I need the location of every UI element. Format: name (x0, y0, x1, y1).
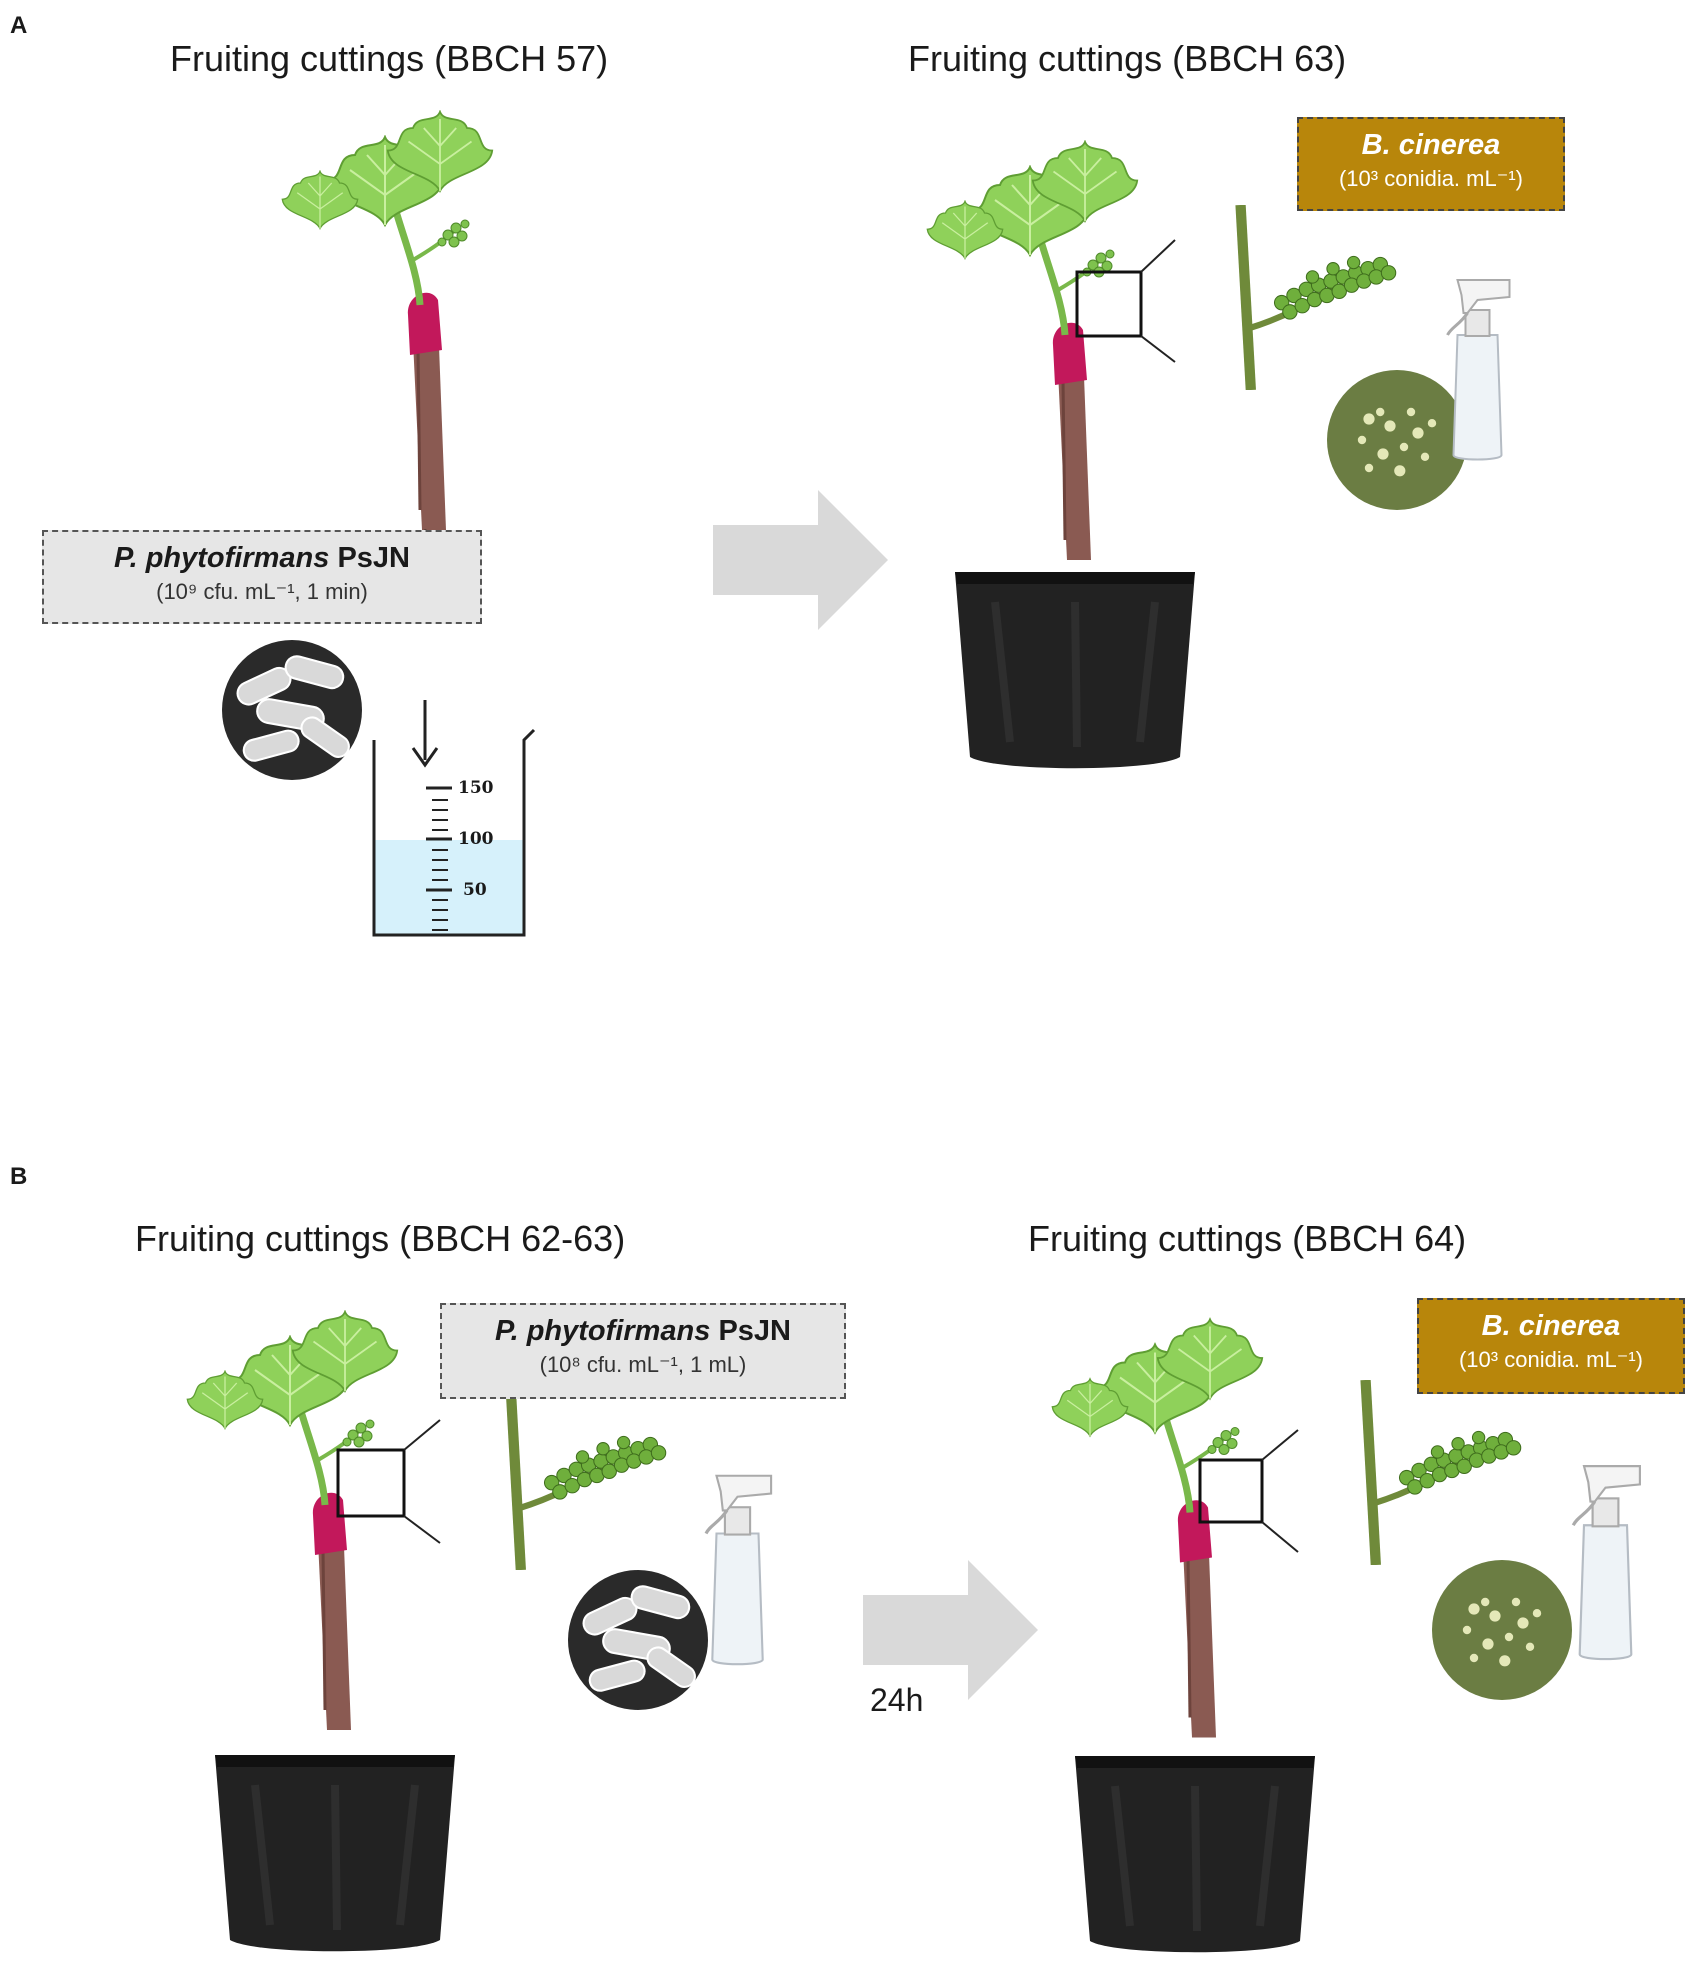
process-arrow-a (713, 490, 888, 630)
beaker-tick-150: 150 (458, 778, 494, 798)
zoom-box-a (1075, 270, 1143, 338)
plant-a-right (927, 142, 1137, 560)
beaker-tick-50: 50 (463, 880, 487, 900)
zoom-box-b-left (336, 1448, 406, 1518)
plant-a-left (282, 112, 492, 530)
fungus-label-b: B. cinerea (10³ conidia. mL⁻¹) (1417, 1298, 1685, 1394)
title-a-right: Fruiting cuttings (BBCH 63) (908, 38, 1347, 79)
bacteria-strain-b: PsJN (710, 1315, 791, 1347)
bacteria-sem-a (222, 640, 362, 780)
zoom-box-b-right (1198, 1458, 1264, 1524)
beaker-tick-100: 100 (458, 829, 494, 849)
cluster-zoom-b-left (511, 1385, 666, 1570)
spores-b (1432, 1560, 1572, 1700)
time-label-24h: 24h (870, 1682, 924, 1718)
cluster-zoom-a (1241, 205, 1396, 390)
panel-letter-b: B (10, 1163, 28, 1190)
title-a-left: Fruiting cuttings (BBCH 57) (170, 38, 609, 79)
beaker-a (372, 728, 536, 937)
bacteria-name-a: P. phytofirmans (113, 542, 330, 574)
bacteria-label-b: P. phytofirmans PsJN (10⁸ cfu. mL⁻¹, 1 m… (440, 1303, 846, 1399)
bacteria-dose-a: (10⁹ cfu. mL⁻¹, 1 min) (156, 579, 368, 604)
fungus-name-a: B. cinerea (1361, 129, 1501, 161)
plant-b-right (1052, 1319, 1262, 1737)
bacteria-dose-b: (10⁸ cfu. mL⁻¹, 1 mL) (539, 1352, 747, 1377)
bacteria-sem-b (568, 1570, 708, 1710)
pot-b-left (215, 1755, 455, 1951)
pot-a-right (955, 572, 1195, 768)
bacteria-strain-a: PsJN (329, 542, 410, 574)
fungus-name-b: B. cinerea (1481, 1310, 1621, 1342)
process-arrow-b (863, 1560, 1038, 1700)
fungus-dose-a: (10³ conidia. mL⁻¹) (1338, 166, 1523, 191)
sprayer-a (1445, 278, 1512, 462)
fungus-dose-b: (10³ conidia. mL⁻¹) (1458, 1347, 1643, 1372)
title-b-right: Fruiting cuttings (BBCH 64) (1028, 1218, 1467, 1259)
cluster-zoom-b-right (1366, 1380, 1521, 1565)
panel-letter-a: A (10, 12, 28, 39)
plant-b-left (187, 1312, 397, 1730)
spores-a (1327, 370, 1467, 510)
pot-b-right (1075, 1756, 1315, 1952)
bacteria-label-a: P. phytofirmans PsJN (10⁹ cfu. mL⁻¹, 1 m… (42, 530, 482, 624)
fungus-label-a: B. cinerea (10³ conidia. mL⁻¹) (1297, 117, 1565, 211)
sprayer-b-right (1571, 1464, 1642, 1661)
title-b-left: Fruiting cuttings (BBCH 62-63) (135, 1218, 626, 1259)
bacteria-name-b: P. phytofirmans (494, 1315, 711, 1347)
sprayer-b-left (704, 1473, 773, 1667)
